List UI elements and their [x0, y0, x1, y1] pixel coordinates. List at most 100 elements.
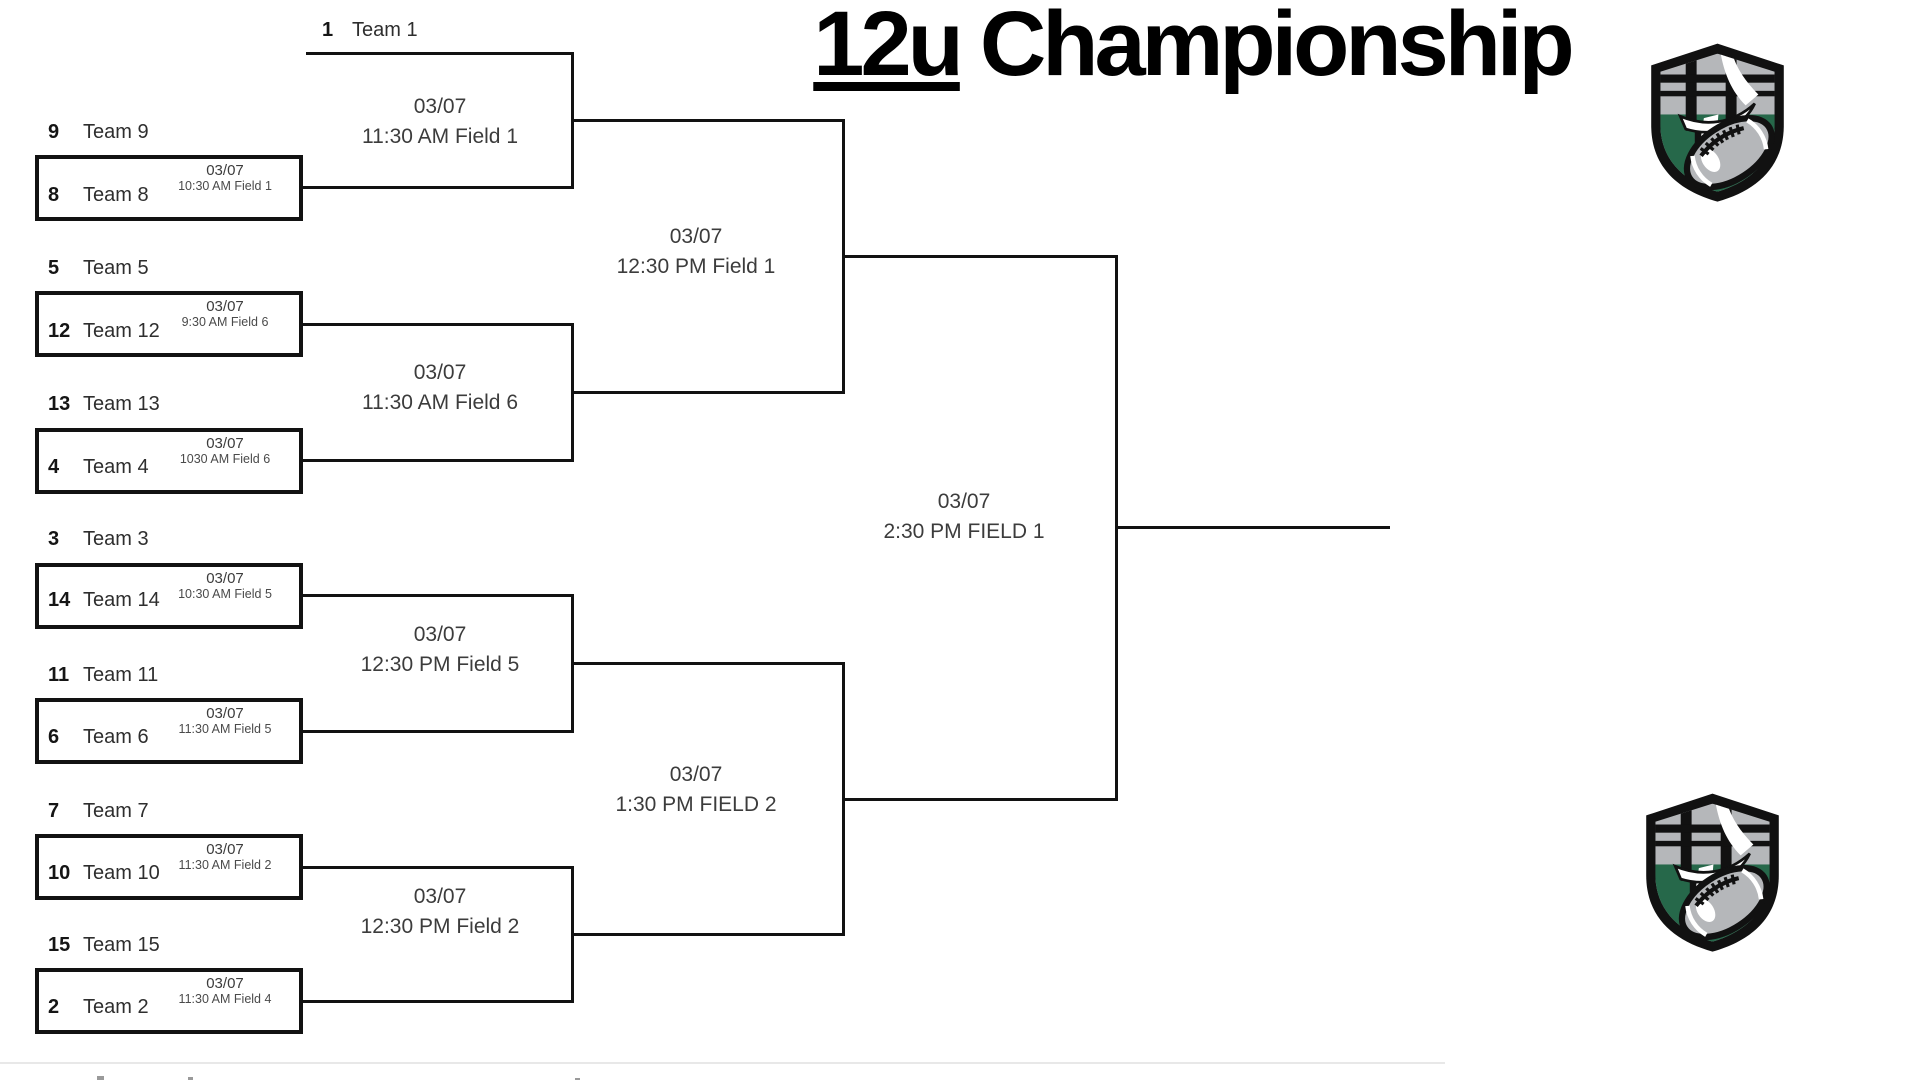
- football-shield-logo-top: [1640, 40, 1795, 213]
- clipped-footer-mark: [575, 1078, 580, 1080]
- bracket-line-qf2-bottom: [303, 459, 574, 462]
- bracket-line-qf1-bottom: [303, 186, 574, 189]
- game-label-r1-g3: 03/07 1030 AM Field 6: [152, 435, 298, 467]
- game-date: 03/07: [413, 95, 467, 118]
- game-box-r1-g5: [35, 698, 303, 764]
- team-seed: 15: [48, 934, 71, 956]
- team-name: Team 5: [83, 257, 149, 279]
- bracket-line-sf1-bottom: [574, 391, 845, 394]
- game-time-field: 12:30 PM Field 1: [616, 255, 776, 278]
- game-box-r1-g1: [35, 155, 303, 221]
- game-time-field: 9:30 AM Field 6: [181, 315, 269, 329]
- game-date: 03/07: [669, 763, 723, 786]
- game-label-qf1: 03/07 11:30 AM Field 1: [306, 92, 574, 152]
- game-date: 03/07: [937, 490, 991, 513]
- team-name: Team 12: [83, 320, 160, 342]
- page-title-rest: Championship: [979, 0, 1575, 95]
- game-label-final: 03/07 2:30 PM FIELD 1: [830, 487, 1098, 547]
- bracket-line-sf2-bottom: [574, 933, 845, 936]
- game-label-sf2: 03/07 1:30 PM FIELD 2: [562, 760, 830, 820]
- bracket-line-final-top: [845, 255, 1118, 258]
- team-seed: 7: [48, 800, 60, 822]
- team-seed: 9: [48, 121, 60, 143]
- game-time-field: 2:30 PM FIELD 1: [883, 520, 1045, 543]
- bracket-line-sf2-top: [574, 662, 845, 665]
- game-box-r1-g3: [35, 428, 303, 494]
- game-time-field: 1030 AM Field 6: [179, 452, 271, 466]
- team-name: Team 14: [83, 589, 160, 611]
- game-date: 03/07: [206, 705, 244, 722]
- team-name: Team 6: [83, 726, 149, 748]
- bottom-divider: [0, 1062, 1445, 1064]
- bracket-line-qf3-top: [303, 594, 574, 597]
- game-box-r1-g6: [35, 834, 303, 900]
- team-seed: 13: [48, 393, 71, 415]
- game-date: 03/07: [413, 885, 467, 908]
- game-time-field: 10:30 AM Field 1: [178, 179, 272, 193]
- bracket-line-sf1-top: [574, 119, 845, 122]
- team-seed: 1: [322, 19, 334, 41]
- game-time-field: 1:30 PM FIELD 2: [615, 793, 777, 816]
- team-seed: 10: [48, 862, 71, 884]
- bracket-line-qf2-edge: [571, 323, 574, 462]
- bracket-line-qf1-edge: [571, 52, 574, 189]
- bracket-line-qf3-edge: [571, 594, 574, 733]
- game-label-r1-g7: 03/07 11:30 AM Field 4: [152, 975, 298, 1007]
- game-date: 03/07: [413, 623, 467, 646]
- bracket-line-final-edge: [1115, 255, 1118, 801]
- team-seed: 12: [48, 320, 71, 342]
- game-label-qf2: 03/07 11:30 AM Field 6: [306, 358, 574, 418]
- bracket-line-qf2-top: [303, 323, 574, 326]
- game-label-r1-g2: 03/07 9:30 AM Field 6: [152, 298, 298, 330]
- game-time-field: 12:30 PM Field 5: [360, 653, 520, 676]
- game-label-sf1: 03/07 12:30 PM Field 1: [562, 222, 830, 282]
- game-label-r1-g4: 03/07 10:30 AM Field 5: [152, 570, 298, 602]
- team-seed: 4: [48, 456, 60, 478]
- team-name: Team 3: [83, 528, 149, 550]
- game-label-r1-g1: 03/07 10:30 AM Field 1: [152, 162, 298, 194]
- game-box-r1-g7: [35, 968, 303, 1034]
- game-box-r1-g2: [35, 291, 303, 357]
- game-label-qf4: 03/07 12:30 PM Field 2: [306, 882, 574, 942]
- team-name: Team 1: [352, 19, 418, 41]
- game-time-field: 11:30 AM Field 1: [361, 125, 519, 148]
- game-time-field: 11:30 AM Field 2: [178, 858, 272, 872]
- game-box-r1-g4: [35, 563, 303, 629]
- page-title-division: 12u: [813, 0, 964, 95]
- bracket-line-qf4-bottom: [303, 1000, 574, 1003]
- game-time-field: 11:30 AM Field 4: [178, 992, 272, 1006]
- team-name: Team 15: [83, 934, 160, 956]
- game-date: 03/07: [206, 975, 244, 992]
- bracket-line-champion: [1118, 526, 1390, 529]
- bracket-line-qf4-edge: [571, 866, 574, 1003]
- team-name: Team 2: [83, 996, 149, 1018]
- team-name: Team 4: [83, 456, 149, 478]
- bracket-line-sf2-edge: [842, 662, 845, 936]
- game-date: 03/07: [206, 298, 244, 315]
- team-seed: 14: [48, 589, 71, 611]
- team-name: Team 9: [83, 121, 149, 143]
- game-date: 03/07: [206, 435, 244, 452]
- clipped-footer-mark: [188, 1077, 193, 1080]
- game-date: 03/07: [413, 361, 467, 384]
- game-time-field: 11:30 AM Field 6: [361, 391, 519, 414]
- team-name: Team 11: [83, 664, 159, 686]
- team-seed: 6: [48, 726, 60, 748]
- game-label-qf3: 03/07 12:30 PM Field 5: [306, 620, 574, 680]
- game-date: 03/07: [206, 162, 244, 179]
- game-label-r1-g5: 03/07 11:30 AM Field 5: [152, 705, 298, 737]
- game-date: 03/07: [206, 570, 244, 587]
- team-seed: 11: [48, 664, 70, 686]
- game-date: 03/07: [206, 841, 244, 858]
- game-time-field: 12:30 PM Field 2: [360, 915, 520, 938]
- team-seed: 8: [48, 184, 60, 206]
- team-seed: 2: [48, 996, 60, 1018]
- team-name: Team 8: [83, 184, 149, 206]
- game-time-field: 11:30 AM Field 5: [178, 722, 272, 736]
- clipped-footer-mark: [97, 1076, 104, 1080]
- team-name: Team 13: [83, 393, 160, 415]
- team-seed: 3: [48, 528, 60, 550]
- team-name: Team 10: [83, 862, 160, 884]
